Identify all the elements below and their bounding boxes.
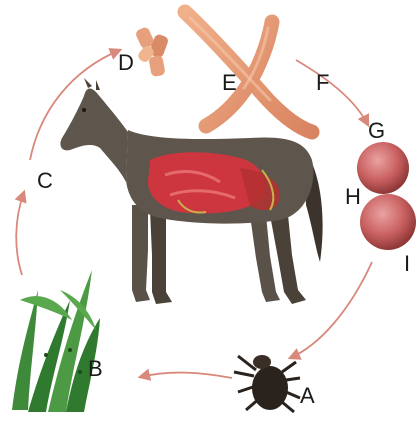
label-e: E <box>222 72 237 94</box>
arrow-c-to-grass <box>16 192 24 275</box>
label-i: I <box>404 253 410 275</box>
arrow-f-to-g <box>296 60 368 125</box>
larvae-d-illustration <box>134 26 169 77</box>
arrow-i-to-a <box>290 262 372 358</box>
label-f: F <box>316 72 329 94</box>
worms-e-illustration <box>185 12 312 132</box>
label-g: G <box>368 120 385 142</box>
label-a: A <box>300 385 315 407</box>
label-c: C <box>37 170 53 192</box>
grass-illustration <box>12 270 100 412</box>
eggs-illustration <box>357 142 416 250</box>
label-b: B <box>88 358 103 380</box>
label-d: D <box>118 52 134 74</box>
label-h: H <box>345 186 361 208</box>
tick-illustration <box>234 355 300 412</box>
arrow-a-to-b <box>140 373 232 378</box>
